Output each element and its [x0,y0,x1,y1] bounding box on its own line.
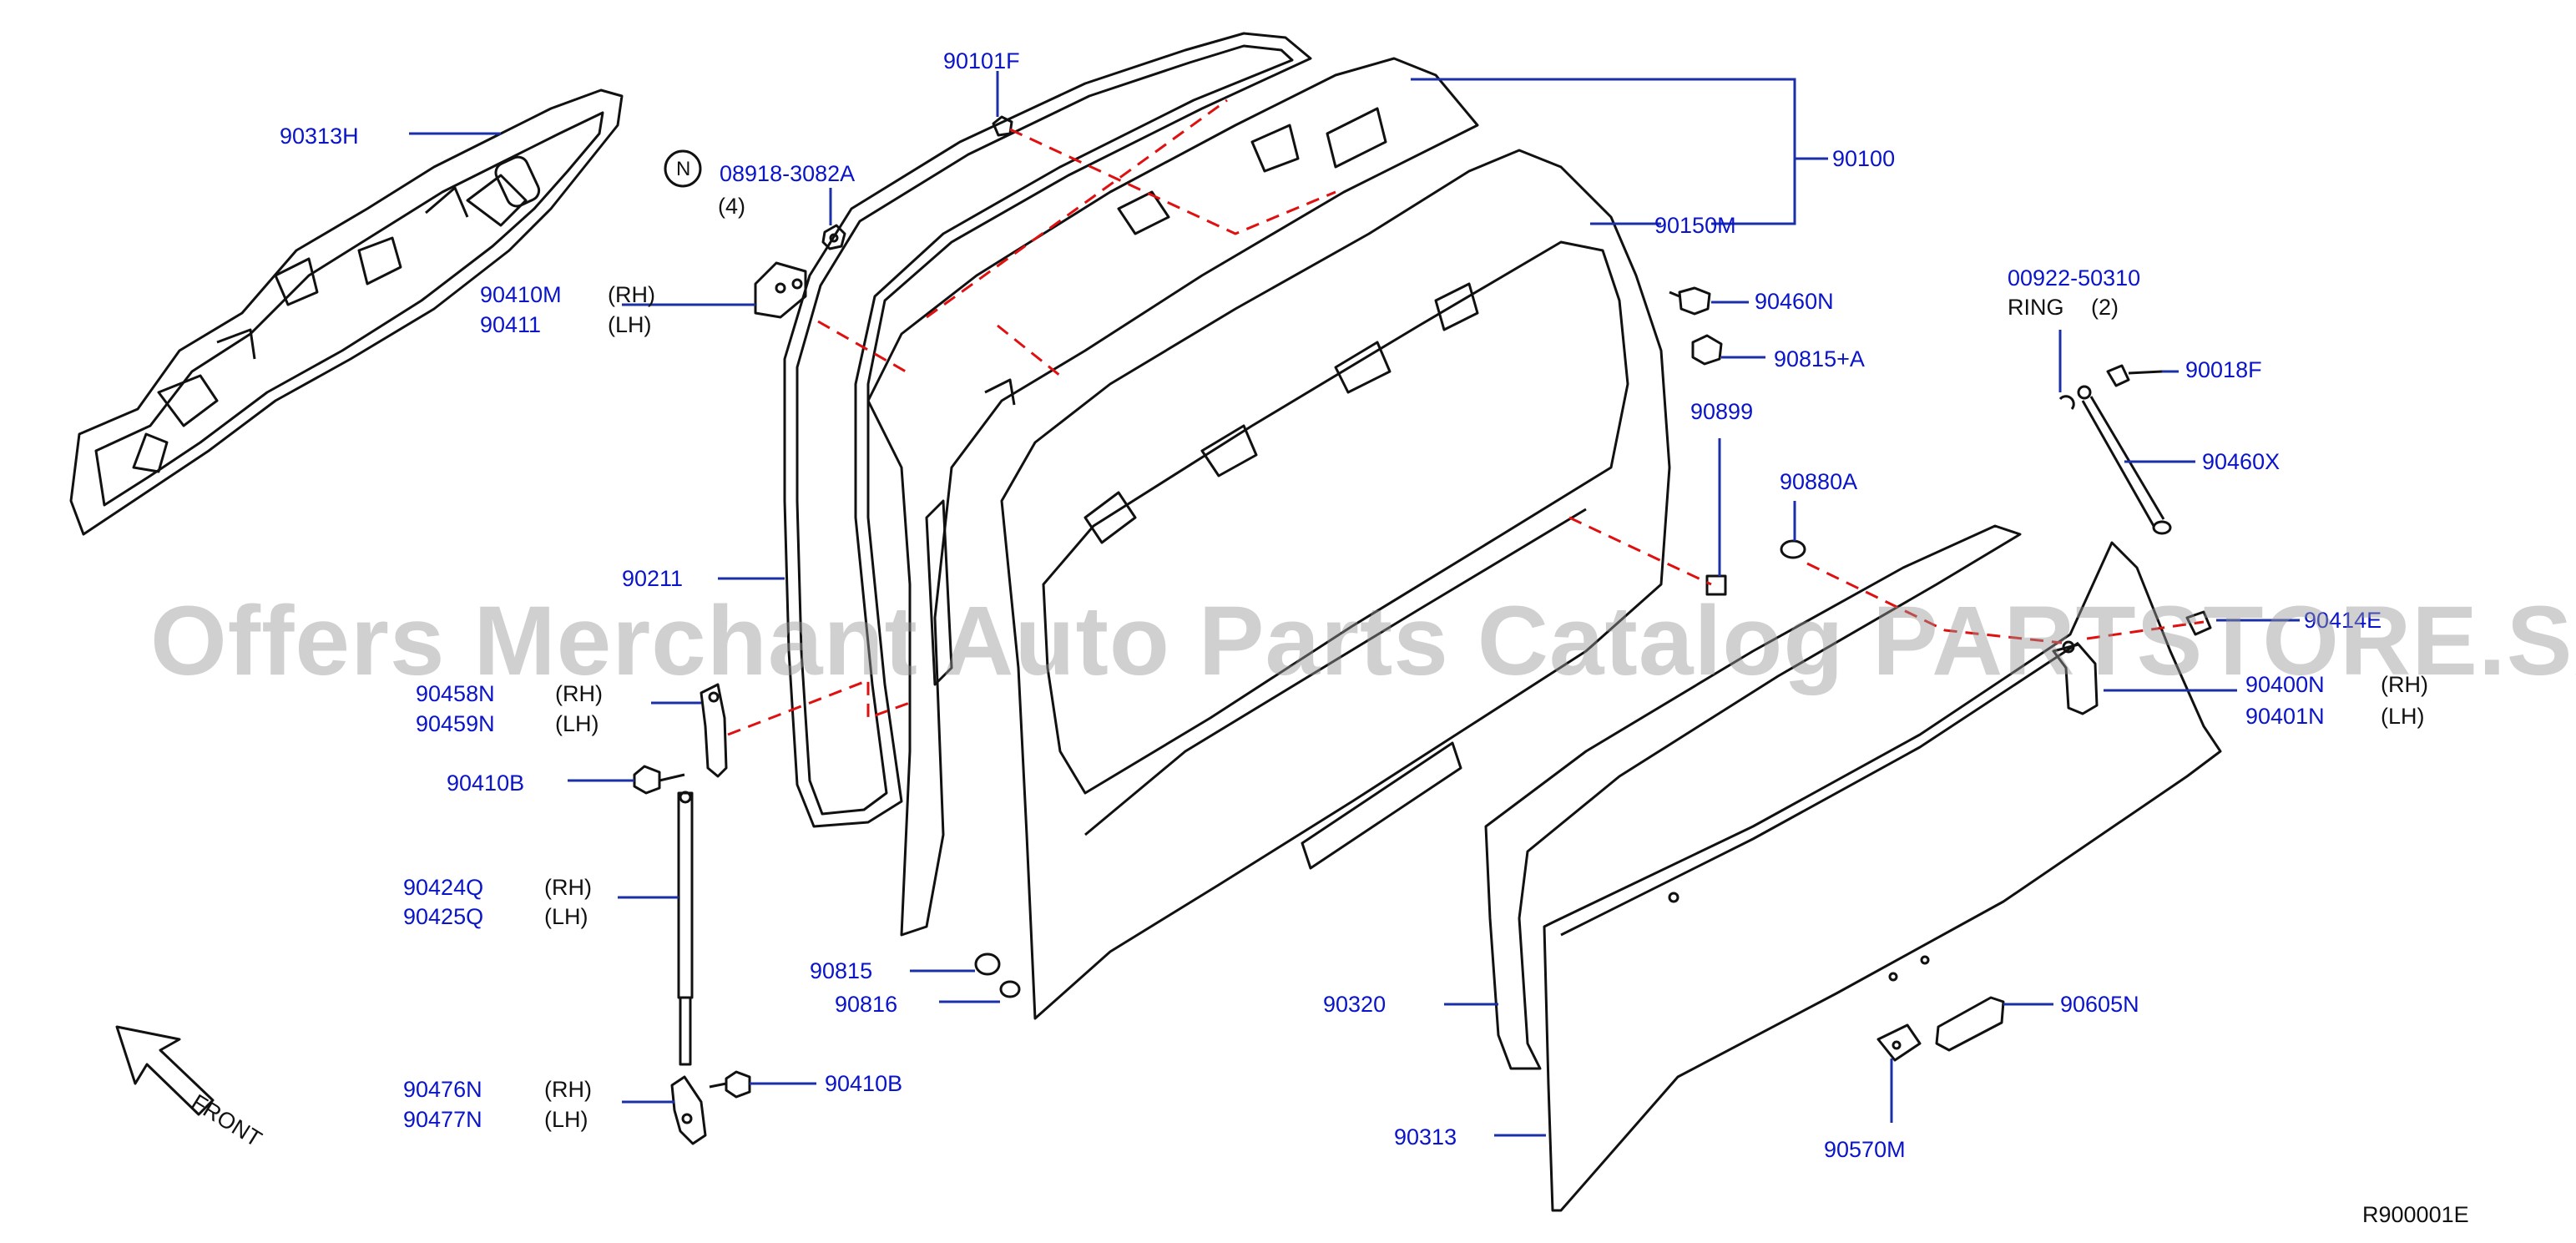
hinge-90410m [754,261,807,319]
part-00922-50310-label[interactable]: 00922-50310 [2008,265,2141,291]
trim-panel-90313h [69,88,624,536]
part-90414e-label[interactable]: 90414E [2304,608,2382,633]
lh-note-90411: (LH) [608,312,652,337]
inner-panel-90150m [1000,149,1671,1020]
cap-90816 [999,980,1021,998]
n-symbol-circle [664,149,702,188]
part-90018f-label[interactable]: 90018F [2185,357,2262,382]
part-90211-label[interactable]: 90211 [622,566,684,591]
part-90816-label[interactable]: 90816 [835,992,898,1017]
part-90477n-label[interactable]: 90477N [403,1107,482,1132]
part-90313-label[interactable]: 90313 [1394,1124,1457,1150]
part-90410b-lower-label[interactable]: 90410B [825,1071,903,1096]
handle-90605n [1935,996,2005,1052]
qty-note-4: (4) [718,194,745,219]
bumper-90414e [2185,610,2212,636]
part-08918-3082a-label[interactable]: 08918-3082A [720,161,856,186]
rh-note-90476n: (RH) [544,1077,592,1102]
gas-stay-90460x [2077,385,2172,535]
latch-90570m [1876,1023,1922,1062]
part-90880a-label[interactable]: 90880A [1780,469,1858,494]
bolt-90410b-lower [709,1070,751,1099]
pad-90899 [1705,574,1727,596]
bumper-90815a [1691,334,1723,366]
qty-note-2: (2) [2091,295,2119,320]
grommet-90880a [1780,539,1806,559]
part-90460n-label[interactable]: 90460N [1755,289,1834,314]
part-90899-label[interactable]: 90899 [1690,399,1754,424]
rh-note-90410m: (RH) [608,282,655,307]
part-90401n-label[interactable]: 90401N [2245,704,2325,729]
ring-note: RING [2008,295,2064,320]
part-90100-label[interactable]: 90100 [1832,146,1896,171]
bumper-90815 [974,952,1001,976]
part-90313h-label[interactable]: 90313H [280,124,359,149]
n-symbol-letter: N [676,158,691,180]
part-90424q-label[interactable]: 90424Q [403,875,484,900]
stud-90018f [2106,364,2163,387]
nut-08918-3082a [821,224,846,250]
weatherstrip-90211 [783,32,1312,828]
lh-note-90401n: (LH) [2381,704,2425,729]
rh-note-90458n: (RH) [555,681,603,706]
leader-lines [409,71,2300,1137]
stay-bracket-90476n [670,1075,707,1145]
rh-note-90400n: (RH) [2381,672,2428,697]
part-90411-label[interactable]: 90411 [480,312,542,337]
part-90150m-label[interactable]: 90150M [1654,213,1736,238]
alignment-lines [727,99,2205,736]
part-90458n-label[interactable]: 90458N [416,681,495,706]
part-90570m-label[interactable]: 90570M [1824,1137,1906,1162]
part-90815a-label[interactable]: 90815+A [1774,346,1865,371]
part-90400n-label[interactable]: 90400N [2245,672,2325,697]
part-90425q-label[interactable]: 90425Q [403,904,484,929]
part-90459n-label[interactable]: 90459N [416,711,495,736]
part-90410b-upper-label[interactable]: 90410B [447,771,525,796]
glass-hinge-90400n [2052,640,2099,715]
lh-note-90477n: (LH) [544,1107,588,1132]
front-arrow [115,1025,215,1116]
ring-00922-50310 [2058,395,2075,410]
back-door-panel-90100 [866,57,1479,937]
clip-90101f [992,115,1013,137]
part-90605n-label[interactable]: 90605N [2060,992,2139,1017]
part-90320-label[interactable]: 90320 [1323,992,1386,1017]
lh-note-90459n: (LH) [555,711,599,736]
part-90460x-label[interactable]: 90460X [2202,449,2281,474]
back-glass-90313 [1543,541,2222,1212]
part-90815-label[interactable]: 90815 [810,958,873,983]
rh-note-90424q: (RH) [544,875,592,900]
part-90410m-label[interactable]: 90410M [480,282,562,307]
bolt-90410b-upper [633,765,685,795]
part-90476n-label[interactable]: 90476N [403,1077,482,1102]
lh-note-90425q: (LH) [544,904,588,929]
watermark-text: Offers Merchant Auto Parts Catalog PARTS… [150,586,2576,696]
part-90101f-label[interactable]: 90101F [943,48,1020,73]
gas-stay-90424q [677,791,694,1066]
glass-weatherstrip-90320 [1484,524,2022,1070]
diagram-code: R900001E [2362,1202,2469,1227]
bumper-90460n [1669,286,1711,316]
stay-bracket-90458n [700,683,728,778]
